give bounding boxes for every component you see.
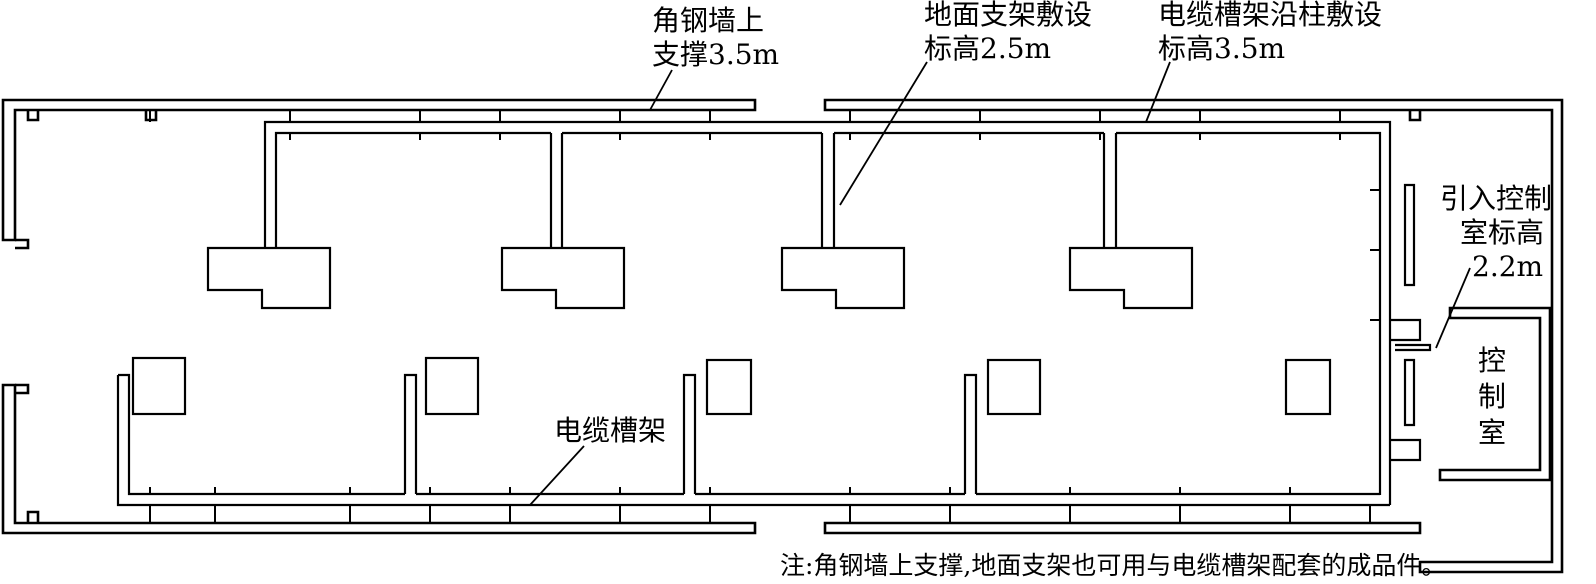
tray-control-rails	[1403, 183, 1416, 427]
leader-floor-support	[839, 61, 928, 206]
label-control-room-2: 制	[1478, 380, 1506, 413]
tray-rise-3	[682, 373, 697, 494]
wall-bottom-left	[1, 383, 757, 535]
equipment-lower-1	[131, 356, 187, 416]
label-control-room-3: 室	[1478, 416, 1506, 449]
tray-to-control-room	[1390, 318, 1422, 462]
label-angle-steel-line1: 角钢墙上	[652, 4, 764, 37]
equipment-upper-1	[206, 246, 332, 310]
cable-tray-network	[116, 120, 1432, 507]
equipment-upper-3	[780, 246, 906, 310]
tray-drop-2	[820, 133, 836, 248]
tray-control-entry	[1395, 343, 1432, 352]
tray-rise-2	[403, 373, 418, 494]
wall-top-left	[1, 98, 757, 242]
label-angle-steel-line2: 支撑3.5m	[652, 38, 779, 71]
label-floor-support-line2: 标高2.5m	[924, 32, 1051, 65]
note-text: 注:角钢墙上支撑,地面支架也可用与电缆槽架配套的成品件。	[780, 551, 1446, 580]
wall-bottom-stub	[26, 510, 40, 523]
tray-top-run-outer	[263, 120, 1392, 505]
leader-angle-steel	[649, 69, 673, 111]
support-ticks	[149, 110, 1380, 523]
label-column-line2: 标高3.5m	[1158, 32, 1285, 65]
leader-column	[1145, 61, 1171, 123]
control-room	[1438, 306, 1552, 482]
equipment-lower-3	[705, 358, 753, 416]
label-cable-tray: 电缆槽架	[554, 414, 666, 447]
leader-cable-tray	[529, 445, 585, 506]
wall-top-right	[823, 98, 1564, 574]
label-intro-line3: 2.2m	[1472, 250, 1543, 283]
label-column-line1: 电缆槽架沿柱敷设	[1158, 0, 1382, 31]
equipment-lower-4	[986, 358, 1042, 416]
wall-door-stub-upper	[15, 238, 30, 250]
equipment-upper-2	[500, 246, 626, 310]
wall-door-stub-lower	[15, 383, 30, 395]
equipment-upper-4	[1068, 246, 1194, 310]
tray-top-run-inner	[274, 131, 1382, 495]
equipment-upper-row	[206, 246, 1194, 310]
tray-rise-1	[118, 373, 131, 385]
label-control-room-1: 控	[1478, 344, 1506, 377]
text-labels: 角钢墙上 支撑3.5m 地面支架敷设 标高2.5m 电缆槽架沿柱敷设 标高3.5…	[554, 0, 1552, 580]
building-walls	[1, 98, 1564, 574]
wall-right-partition-upper	[1408, 110, 1422, 122]
wall-top-stub-1	[26, 110, 40, 122]
tray-bottom-run-outer	[116, 375, 1390, 507]
equipment-lower-2	[424, 356, 480, 416]
tray-rise-4	[963, 373, 978, 494]
label-intro-line2: 室标高	[1460, 216, 1544, 249]
label-floor-support-line1: 地面支架敷设	[924, 0, 1092, 31]
wall-bottom-right	[823, 521, 1422, 535]
leader-lines	[529, 61, 1471, 506]
equipment-lower-row	[131, 356, 1332, 416]
control-room-wall	[1438, 306, 1552, 482]
tray-drop-3	[1102, 133, 1118, 248]
tray-bottom-run-inner	[127, 385, 1380, 496]
leader-intro	[1435, 267, 1471, 349]
tray-drop-1	[549, 133, 564, 248]
label-intro-line1: 引入控制	[1440, 182, 1552, 215]
equipment-lower-5	[1284, 358, 1332, 416]
